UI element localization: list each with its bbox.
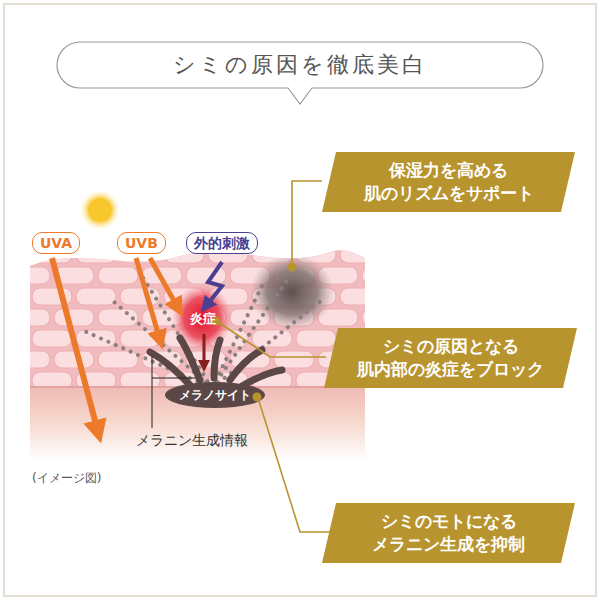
melanocyte-body [165,382,265,408]
skin-cell [54,351,94,368]
melanocyte [150,338,282,386]
skin-cell [54,309,94,326]
uva-arrow [52,258,98,432]
skin-cell [32,330,72,347]
uvb-arrow [150,258,178,308]
callout-banner: シミのモトになる メラニン生成を抑制 [322,503,575,563]
frame [4,4,596,596]
source-tag: UVB [117,232,166,254]
skin-cell [362,309,402,326]
skin-cell [0,330,28,347]
skin-cell [340,288,380,305]
signal-arrow [203,334,206,366]
sun [80,190,120,230]
skin-cell [98,267,138,284]
skin-cell [406,267,446,284]
leader-dots [212,263,297,402]
skin-cell [120,288,160,305]
skin-cell [76,246,116,263]
skin-cell [10,351,50,368]
callout-text: シミの原因となる 肌内部の炎症をブロック [346,335,555,381]
bracket [152,356,196,378]
skin-cell [98,351,138,368]
title: シミの原因を徹底美白 [60,50,540,80]
label: メラニン生成情報 [136,432,248,450]
skin-cell [340,246,380,263]
stimulus-bolt [206,262,222,306]
skin-cell [384,288,424,305]
skin-cell [406,309,446,326]
callout-banner: シミの原因となる 肌内部の炎症をブロック [324,328,577,388]
sun-core [89,199,111,221]
skin-cell [296,330,336,347]
label: メラノサイト [179,387,251,404]
skin-cell [76,330,116,347]
skin-cell [384,246,424,263]
source-tag: UVA [32,232,80,254]
spot [250,254,334,330]
skin-cell [120,330,160,347]
skin-cell [274,351,314,368]
tag-text: UVB [125,234,158,252]
skin-cell [0,372,28,389]
skin-cell [10,267,50,284]
skin-cell [0,288,28,305]
callout-text: 保湿力を高める 肌のリズムをサポート [344,159,553,205]
source-tag: 外的刺激 [186,232,258,254]
skin-cell [76,288,116,305]
callout-text: シミのモトになる メラニン生成を抑制 [344,510,553,556]
skin-cell [252,330,292,347]
skin-cell [362,267,402,284]
title-bubble [57,42,543,104]
label: 炎症 [190,310,216,328]
skin-cell [10,309,50,326]
label: (イメージ図) [32,470,101,487]
skin-cell [0,246,28,263]
bracket [152,378,153,428]
callout-banner: 保湿力を高める 肌のリズムをサポート [322,152,575,212]
tag-text: 外的刺激 [194,234,250,252]
tag-text: UVA [40,234,72,252]
